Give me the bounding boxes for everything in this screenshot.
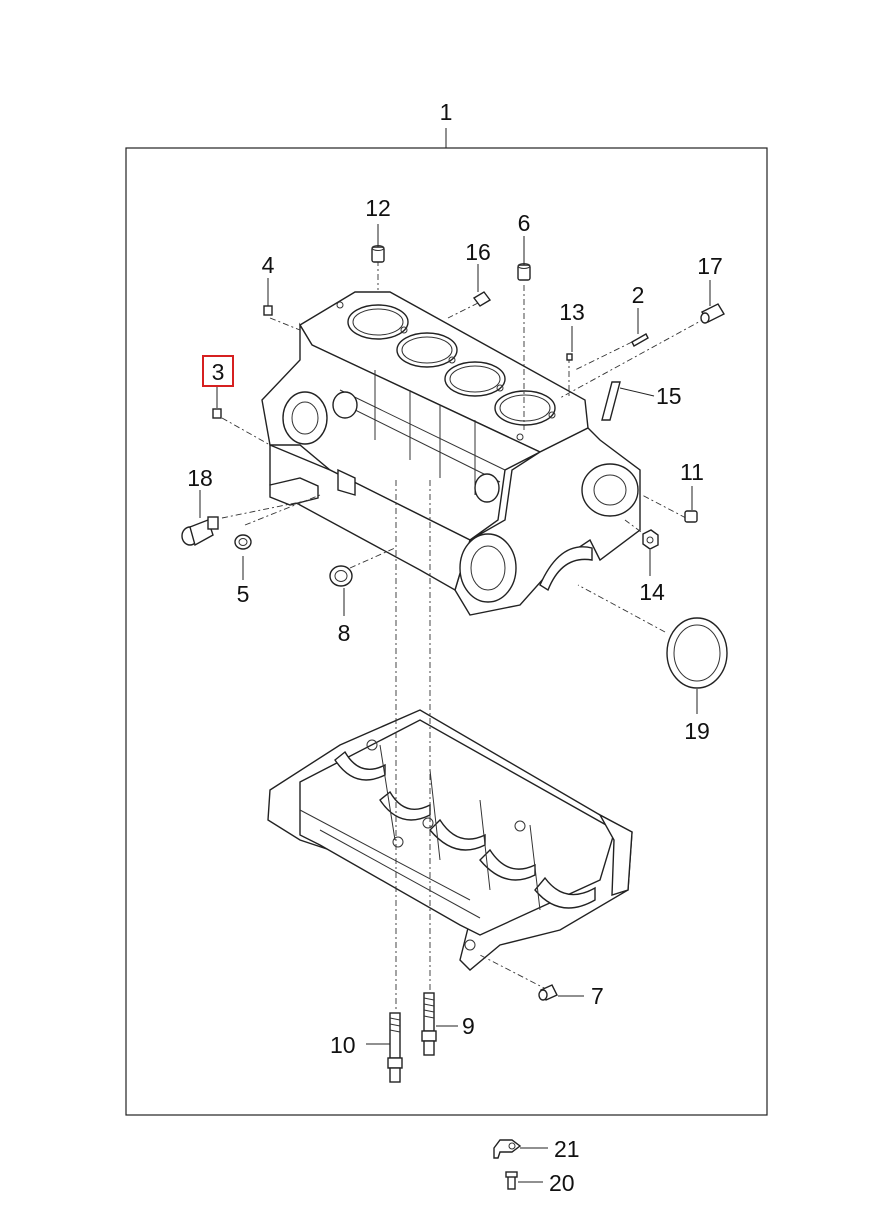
callouts: 1 2 3 4 5 6 7 8 9 10 11 12 13 14 15 16 1… bbox=[187, 99, 723, 1196]
part-7-dowel bbox=[538, 984, 558, 1001]
highlight-box bbox=[202, 355, 234, 387]
part-9-bolt bbox=[421, 992, 437, 1056]
callout-13: 13 bbox=[559, 299, 585, 325]
part-16-plug bbox=[472, 291, 492, 307]
callout-16: 16 bbox=[465, 239, 491, 265]
callout-3: 3 bbox=[212, 359, 225, 385]
callout-8: 8 bbox=[338, 620, 351, 646]
part-8-oil-seal bbox=[329, 565, 353, 587]
part-21-bracket bbox=[493, 1139, 522, 1159]
leader-lines bbox=[199, 224, 711, 1183]
part-2-dowel-pin bbox=[631, 333, 649, 347]
part-12-dowel bbox=[371, 245, 385, 263]
callout-19: 19 bbox=[684, 718, 710, 744]
part-4-plug bbox=[263, 305, 273, 316]
callout-1: 1 bbox=[440, 99, 453, 125]
callout-10: 10 bbox=[330, 1032, 356, 1058]
part-15-tube bbox=[601, 381, 621, 421]
callout-2: 2 bbox=[632, 282, 645, 308]
part-6-dowel bbox=[517, 263, 531, 281]
callout-12: 12 bbox=[365, 195, 391, 221]
callout-21: 21 bbox=[554, 1136, 580, 1162]
callout-6: 6 bbox=[518, 210, 531, 236]
lower-crankcase bbox=[267, 709, 633, 971]
part-14-plug bbox=[642, 529, 659, 550]
part-13-pin bbox=[566, 353, 573, 361]
part-18-knock-sensor bbox=[181, 516, 219, 547]
callout-11: 11 bbox=[680, 459, 704, 485]
callout-18: 18 bbox=[187, 465, 213, 491]
callout-9: 9 bbox=[462, 1013, 475, 1039]
part-11-dowel bbox=[684, 510, 698, 523]
part-3-plug bbox=[212, 408, 222, 419]
cylinder-block bbox=[261, 291, 641, 616]
callout-20: 20 bbox=[549, 1170, 575, 1196]
callout-14: 14 bbox=[639, 579, 665, 605]
assembly-frame bbox=[125, 147, 768, 1116]
callout-15: 15 bbox=[656, 383, 682, 409]
part-19-rear-oil-seal bbox=[666, 617, 728, 689]
part-10-bolt bbox=[387, 1012, 403, 1083]
callout-5: 5 bbox=[237, 581, 250, 607]
callout-7: 7 bbox=[591, 983, 604, 1009]
part-17-oil-pressure-switch bbox=[700, 303, 725, 324]
part-5-bushing bbox=[234, 534, 252, 550]
callout-4: 4 bbox=[262, 252, 275, 278]
callout-17: 17 bbox=[697, 253, 723, 279]
part-20-bolt bbox=[505, 1171, 518, 1190]
